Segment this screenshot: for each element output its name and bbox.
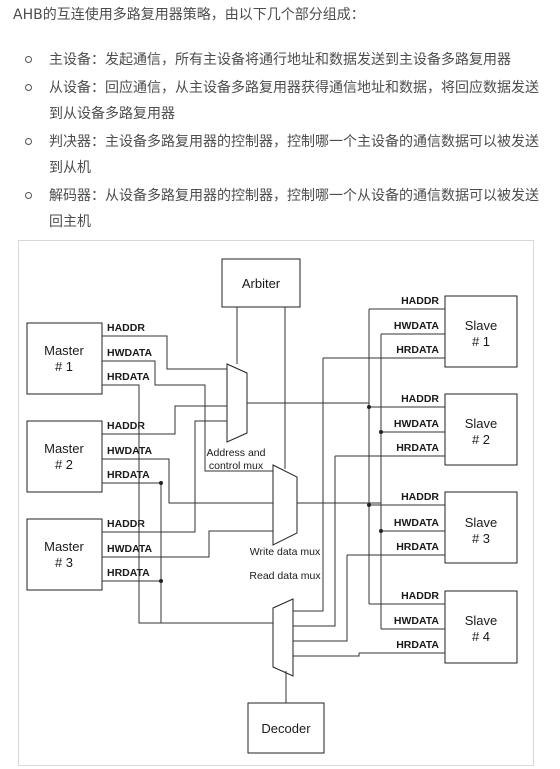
slave-3: Slave # 3 [444,491,518,564]
bullet-icon [25,56,32,63]
slave-4-hwdata: HWDATA [394,615,440,627]
diagram-canvas: Arbiter Decoder Master # 1 Master # 2 Ma… [26,258,518,754]
slave-3-hrdata: HRDATA [396,541,439,553]
component-list: 主设备：发起通信，所有主设备将通行地址和数据发送到主设备多路复用器 从设备：回应… [25,47,545,237]
master-2-number: # 2 [55,457,73,472]
master-3-hwdata: HWDATA [107,543,153,555]
slave-1-number: # 1 [472,334,490,349]
slave-4-haddr: HADDR [401,590,439,602]
master-3-hrdata: HRDATA [107,567,150,579]
master-1-number: # 1 [55,359,73,374]
slave-3-hwdata: HWDATA [394,517,440,529]
junction-dot [367,503,371,507]
master-1-hrdata: HRDATA [107,371,150,383]
slave-1-label: Slave [465,318,498,333]
list-item: 主设备：发起通信，所有主设备将通行地址和数据发送到主设备多路复用器 [25,47,545,73]
list-item-text: 主设备：发起通信，所有主设备将通行地址和数据发送到主设备多路复用器 [49,52,511,68]
slave-4-number: # 4 [472,629,490,644]
slave-4-hrdata: HRDATA [396,639,439,651]
master-2-hwdata: HWDATA [107,445,153,457]
write-mux-label: Write data mux [250,546,321,558]
bullet-icon [25,138,32,145]
master-3-box [26,518,103,591]
master-3: Master # 3 [26,518,103,591]
master-1: Master # 1 [26,322,103,395]
slave-1-haddr: HADDR [401,295,439,307]
master-1-hwdata: HWDATA [107,347,153,359]
junction-dot [159,481,163,485]
slave-1-hwdata: HWDATA [394,320,440,332]
list-item: 判决器：主设备多路复用器的控制器，控制哪一个主设备的通信数据可以被发送到从机 [25,129,545,181]
slave-4-box [444,590,518,664]
decoder-box [247,702,325,754]
slave-2-hwdata: HWDATA [394,418,440,430]
decoder-label: Decoder [261,721,311,736]
slave-1-box [444,295,518,368]
master-2-hrdata: HRDATA [107,469,150,481]
slave-2: Slave # 2 [444,393,518,466]
ahb-interconnect-diagram: Arbiter Decoder Master # 1 Master # 2 Ma… [18,240,534,766]
bullet-icon [25,192,32,199]
arbiter-label: Arbiter [242,276,281,291]
slave-4: Slave # 4 [444,590,518,664]
master-2: Master # 2 [26,420,103,493]
list-item-text: 判决器：主设备多路复用器的控制器，控制哪一个主设备的通信数据可以被发送到从机 [49,134,539,176]
junction-dot [159,579,163,583]
junction-dot [379,529,383,533]
master-2-haddr: HADDR [107,420,145,432]
junction-dot [367,405,371,409]
slave-1: Slave # 1 [444,295,518,368]
list-item-text: 解码器：从设备多路复用器的控制器，控制哪一个从设备的通信数据可以被发送回主机 [49,188,539,230]
read-data-mux [272,598,294,677]
address-mux-label-2: control mux [209,460,264,472]
junction-dots [159,405,383,583]
intro-text: AHB的互连使用多路复用器策略，由以下几个部分组成： [13,7,365,23]
read-mux-label: Read data mux [249,570,321,582]
list-item: 从设备：回应通信，从主设备多路复用器获得通信地址和数据，将回应数据发送到从设备多… [25,75,545,127]
list-item-text: 从设备：回应通信，从主设备多路复用器获得通信地址和数据，将回应数据发送到从设备多… [49,80,539,122]
master-1-box [26,322,103,395]
master-3-label: Master [44,539,84,554]
connection-lines [102,307,445,703]
slave-4-label: Slave [465,613,498,628]
address-mux-label-1: Address and [207,447,266,459]
master-2-box [26,420,103,493]
write-data-mux [272,464,298,546]
slave-3-haddr: HADDR [401,491,439,503]
address-mux [226,363,248,443]
arbiter-box [221,258,301,308]
slave-2-haddr: HADDR [401,393,439,405]
slave-2-number: # 2 [472,432,490,447]
slave-3-box [444,491,518,564]
bullet-icon [25,84,32,91]
master-3-number: # 3 [55,555,73,570]
slave-2-label: Slave [465,416,498,431]
slave-2-hrdata: HRDATA [396,442,439,454]
junction-dot [379,430,383,434]
slave-1-hrdata: HRDATA [396,344,439,356]
slave-3-label: Slave [465,515,498,530]
slave-3-number: # 3 [472,531,490,546]
list-item: 解码器：从设备多路复用器的控制器，控制哪一个从设备的通信数据可以被发送回主机 [25,183,545,235]
master-1-haddr: HADDR [107,322,145,334]
master-2-label: Master [44,441,84,456]
master-3-haddr: HADDR [107,518,145,530]
master-1-label: Master [44,343,84,358]
slave-2-box [444,393,518,466]
